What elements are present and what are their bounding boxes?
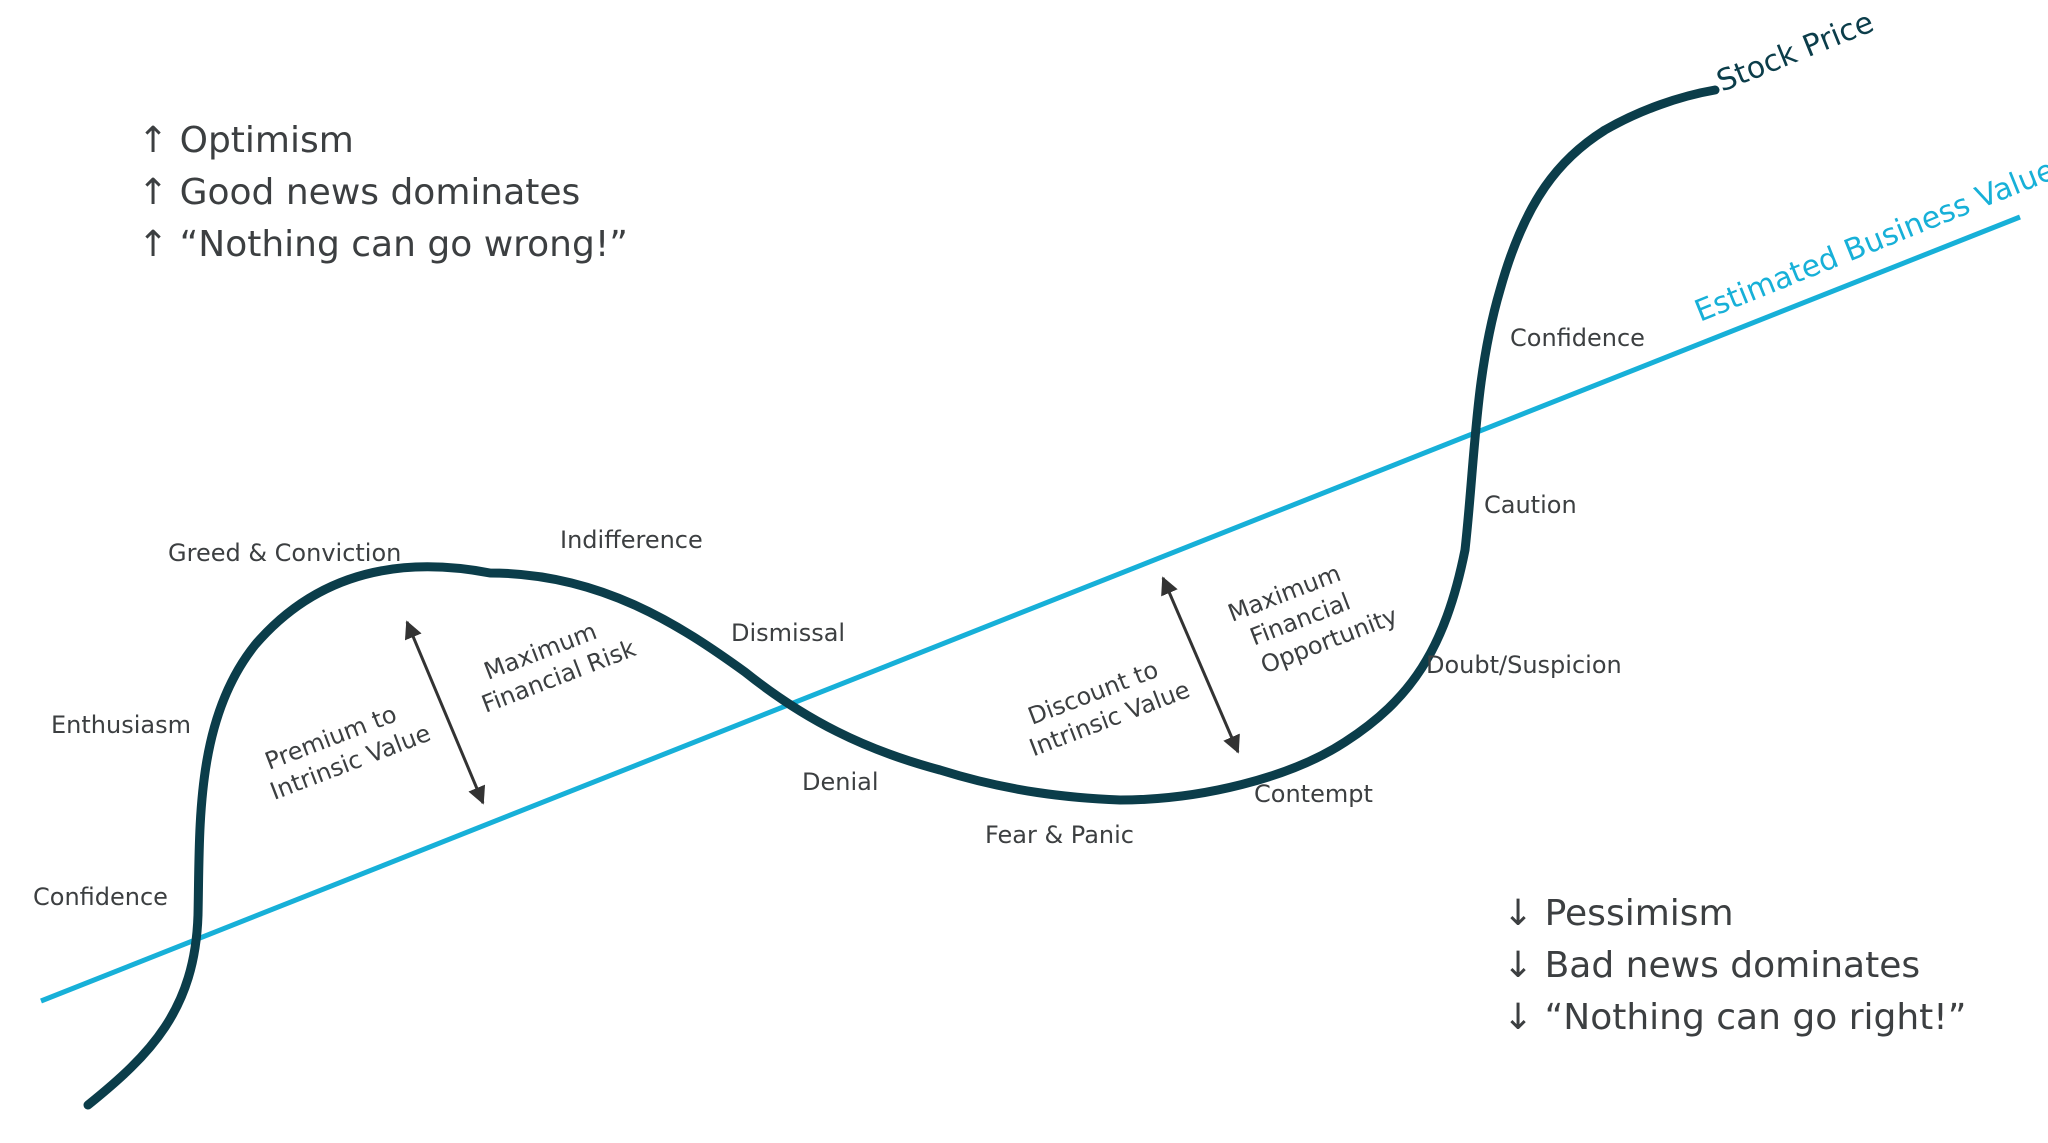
stage-fear-panic: Fear & Panic [985, 821, 1134, 849]
premium-note: Premium to Intrinsic Value [261, 700, 434, 806]
stage-doubt-suspicion: Doubt/Suspicion [1426, 651, 1622, 679]
pessimism-item: ↓ Bad news dominates [1503, 945, 1920, 986]
stage-denial: Denial [802, 768, 879, 796]
optimism-list: ↑ Optimism ↑ Good news dominates ↑ “Noth… [138, 120, 628, 265]
stage-enthusiasm: Enthusiasm [51, 711, 191, 739]
max-risk-note: Maximum Financial Risk [478, 617, 640, 719]
stage-indifference: Indifference [560, 526, 703, 554]
business-value-line [40, 214, 2021, 1004]
stock-price-label: Stock Price [1712, 5, 1879, 100]
stage-dismissal: Dismissal [731, 619, 845, 647]
stage-contempt: Contempt [1254, 780, 1373, 808]
premium-arrow [404, 620, 486, 805]
stage-caution: Caution [1484, 491, 1577, 519]
discount-note: Discount to Intrinsic Value [1024, 655, 1194, 762]
optimism-item: ↑ Good news dominates [138, 172, 580, 213]
stage-confidence-low: Confidence [33, 883, 168, 911]
stage-confidence-high: Confidence [1510, 324, 1645, 352]
pessimism-item: ↓ “Nothing can go right!” [1503, 997, 1966, 1038]
pessimism-list: ↓ Pessimism ↓ Bad news dominates ↓ “Noth… [1503, 893, 1966, 1038]
discount-arrow [1161, 576, 1240, 754]
stage-greed-conviction: Greed & Conviction [168, 539, 401, 567]
business-value-label: Estimated Business Value [1690, 153, 2048, 330]
pessimism-item: ↓ Pessimism [1503, 893, 1734, 934]
optimism-item: ↑ Optimism [138, 120, 354, 161]
max-opportunity-note: Maximum Financial Opportunity [1224, 559, 1401, 679]
optimism-item: ↑ “Nothing can go wrong!” [138, 224, 628, 265]
stock-price-curve [83, 85, 1720, 1110]
